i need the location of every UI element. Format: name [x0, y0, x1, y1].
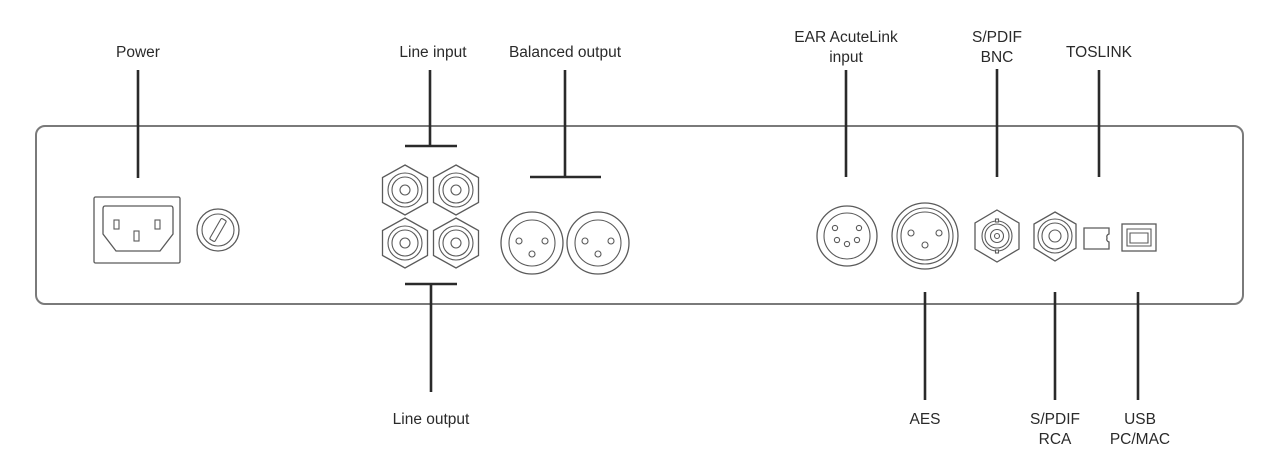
acutelink-callout: EAR AcuteLink input	[794, 29, 898, 177]
balanced-output-xlr-left-icon	[500, 211, 564, 275]
acutelink-din-icon	[816, 205, 878, 267]
balanced-output-callout: Balanced output	[509, 44, 622, 179]
aes-label: AES	[909, 411, 940, 428]
balanced-output-xlr-right-icon	[566, 211, 630, 275]
line-input-label: Line input	[399, 44, 467, 61]
line-input-callout: Line input	[399, 44, 467, 148]
power-callout: Power	[116, 44, 160, 178]
toslink-label: TOSLINK	[1066, 44, 1133, 61]
line-input-rca-left-icon	[381, 164, 429, 216]
line-output-rca-left-icon	[381, 217, 429, 269]
aes-callout: AES	[909, 292, 941, 428]
power-label: Power	[116, 44, 160, 61]
spdif-bnc-callout: S/PDIF BNC	[972, 29, 1022, 177]
usb-label-line2: PC/MAC	[1110, 431, 1170, 448]
spdif-bnc-icon	[974, 209, 1020, 263]
spdif-rca-icon	[1033, 211, 1077, 262]
fuse-holder-icon	[196, 208, 240, 252]
line-output-callout: Line output	[393, 282, 470, 428]
spdif-bnc-label-line1: S/PDIF	[972, 29, 1022, 46]
acutelink-label-line2: input	[829, 49, 863, 66]
usb-b-icon	[1121, 223, 1157, 252]
acutelink-label-line1: EAR AcuteLink	[794, 29, 898, 46]
power-socket-icon	[93, 196, 181, 264]
spdif-rca-label-line2: RCA	[1039, 431, 1072, 448]
usb-label-line1: USB	[1124, 411, 1156, 428]
spdif-bnc-label-line2: BNC	[981, 49, 1014, 66]
spdif-rca-callout: S/PDIF RCA	[1030, 292, 1080, 448]
line-rca-jacks	[381, 164, 480, 269]
aes-xlr-icon	[891, 202, 959, 270]
toslink-optical-icon	[1083, 227, 1110, 250]
line-output-rca-right-icon	[432, 217, 480, 269]
usb-callout: USB PC/MAC	[1110, 292, 1170, 448]
line-input-rca-right-icon	[432, 164, 480, 216]
spdif-rca-label-line1: S/PDIF	[1030, 411, 1080, 428]
line-output-label: Line output	[393, 411, 470, 428]
balanced-output-label: Balanced output	[509, 44, 622, 61]
toslink-callout: TOSLINK	[1066, 44, 1133, 177]
